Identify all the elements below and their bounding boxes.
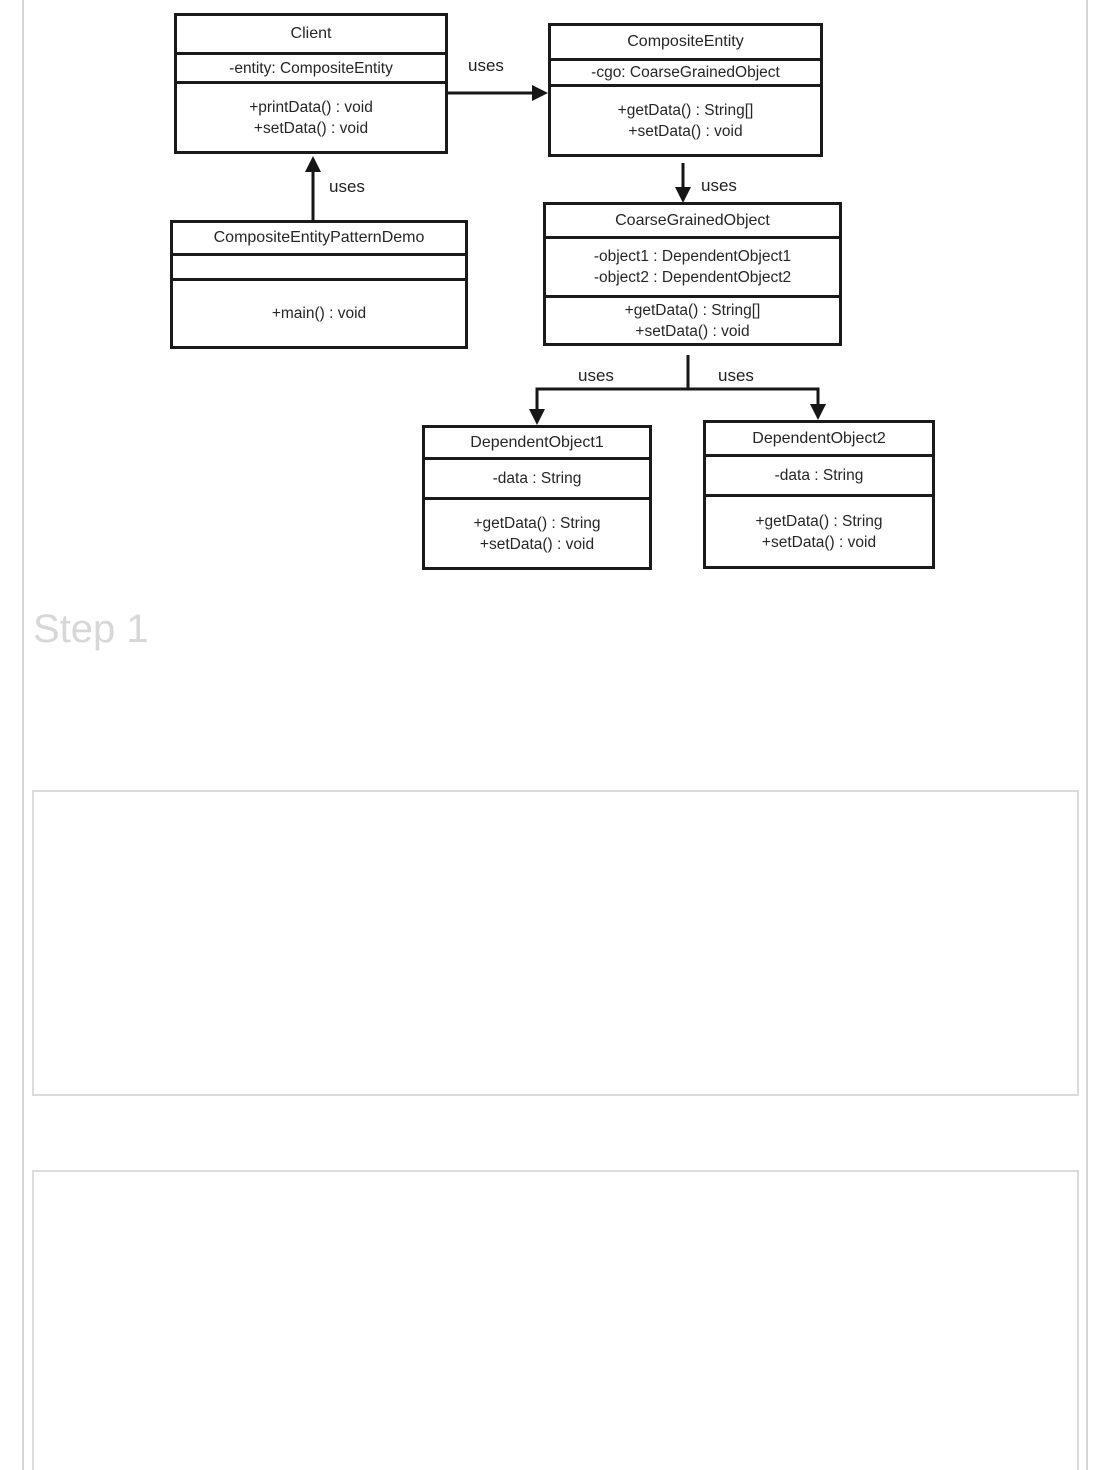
method: +printData() : void [249, 98, 373, 116]
uml-class-dependent-object-1: DependentObject1 -data : String +getData… [422, 425, 652, 570]
content-placeholder-1 [32, 790, 1079, 1096]
method: +main() : void [271, 305, 367, 322]
class-attributes: -data : String [425, 457, 649, 497]
uses-label: uses [468, 56, 504, 75]
attribute: -data : String [774, 467, 864, 484]
arrowhead-down [810, 404, 826, 420]
attribute: -data : String [492, 470, 582, 487]
class-attributes: -object1 : DependentObject1 -object2 : D… [546, 236, 839, 295]
class-methods: +printData() : void +setData() : void [177, 81, 445, 151]
class-attributes [173, 253, 465, 278]
uml-class-client: Client -entity: CompositeEntity +printDa… [174, 13, 448, 154]
uml-class-composite-entity-pattern-demo: CompositeEntityPatternDemo +main() : voi… [170, 220, 468, 349]
class-attributes: -cgo: CoarseGrainedObject [551, 58, 820, 84]
attribute: -object2 : DependentObject2 [593, 269, 792, 286]
class-name: DependentObject2 [752, 429, 886, 447]
page-right-border [1086, 0, 1088, 1470]
class-name: CoarseGrainedObject [615, 211, 770, 229]
method: +getData() : String [473, 514, 601, 532]
arrowhead-right [532, 85, 548, 101]
attribute: -cgo: CoarseGrainedObject [591, 64, 780, 81]
class-name: CompositeEntity [627, 33, 744, 50]
method: +setData() : void [628, 122, 743, 140]
uses-label: uses [578, 366, 614, 385]
uml-class-composite-entity: CompositeEntity -cgo: CoarseGrainedObjec… [548, 23, 823, 157]
class-name: DependentObject1 [470, 433, 604, 451]
class-methods: +getData() : String[] +setData() : void [551, 84, 820, 154]
arrowhead-down [529, 409, 545, 425]
class-name: Client [290, 25, 332, 42]
page-left-border [22, 0, 24, 1470]
uses-label: uses [701, 176, 737, 195]
class-attributes: -data : String [706, 454, 932, 494]
method: +getData() : String[] [617, 101, 754, 119]
class-methods: +getData() : String +setData() : void [706, 494, 932, 566]
arrowhead-down [675, 187, 691, 203]
class-name: CompositeEntityPatternDemo [213, 229, 425, 246]
uses-label: uses [718, 366, 754, 385]
method: +setData() : void [761, 533, 877, 551]
uml-class-dependent-object-2: DependentObject2 -data : String +getData… [703, 420, 935, 569]
method: +getData() : String[] [624, 301, 761, 319]
attribute: -entity: CompositeEntity [229, 59, 393, 77]
method: +setData() : void [479, 535, 595, 553]
content-placeholder-2 [32, 1170, 1079, 1470]
class-methods: +getData() : String[] +setData() : void [546, 295, 839, 343]
step-heading: Step 1 [33, 607, 149, 651]
method: +setData() : void [253, 119, 369, 137]
method: +setData() : void [635, 322, 750, 340]
class-methods: +main() : void [173, 278, 465, 346]
arrow-coarse-grained-object-uses-dependent-object-2 [688, 387, 820, 406]
class-attributes: -entity: CompositeEntity [177, 52, 445, 81]
uml-class-coarse-grained-object: CoarseGrainedObject -object1 : Dependent… [543, 202, 842, 346]
uses-label: uses [329, 177, 365, 196]
method: +getData() : String [755, 512, 883, 530]
attribute: -object1 : DependentObject1 [593, 248, 792, 265]
class-methods: +getData() : String +setData() : void [425, 497, 649, 567]
arrowhead-up [305, 156, 321, 172]
